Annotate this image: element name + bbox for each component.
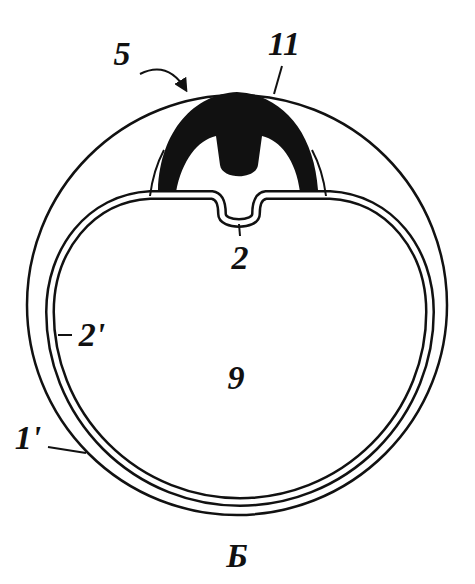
callout-number: 1' <box>15 421 41 455</box>
leader-line <box>48 447 86 453</box>
dark-plate <box>158 92 318 192</box>
arrow-leader <box>140 70 186 90</box>
callout-number: 2 <box>232 241 249 275</box>
inner-layer-gap <box>50 195 430 502</box>
fold-line <box>150 150 164 196</box>
callout-number: 5 <box>114 37 131 71</box>
fold-line <box>312 150 326 196</box>
leader-line <box>274 66 282 94</box>
callout-number: 2' <box>79 318 105 352</box>
figure-letter: Б <box>226 539 248 573</box>
inner-layer <box>50 195 430 502</box>
callout-number: 11 <box>268 27 300 61</box>
callout-number: 9 <box>228 361 245 395</box>
leader-line <box>239 224 240 236</box>
leader-line <box>58 334 72 336</box>
